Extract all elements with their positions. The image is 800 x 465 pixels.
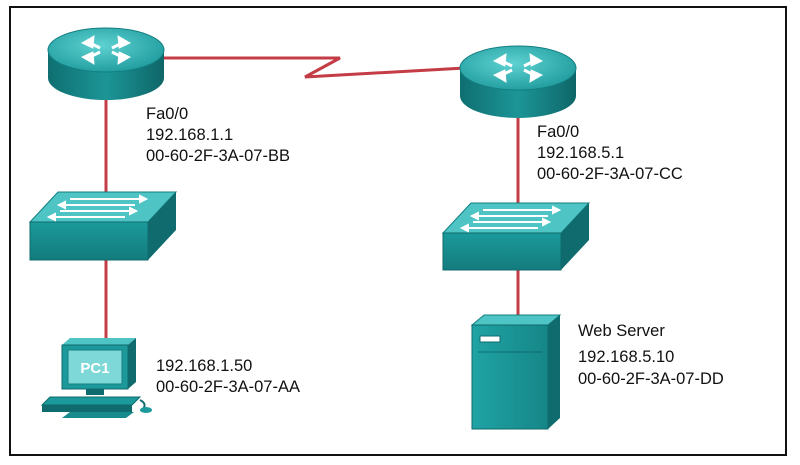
switch-arrows-icon (459, 205, 562, 233)
web-server-label: Web Server 192.168.5.10 00-60-2F-3A-07-D… (578, 318, 724, 392)
serial-link-routers (160, 56, 466, 79)
pc1-mac: 00-60-2F-3A-07-AA (156, 378, 300, 396)
switch-right[interactable] (441, 202, 591, 271)
server-drive-icon (479, 335, 501, 343)
switch-arrows-icon (46, 194, 149, 222)
router-left-interface: Fa0/0 (146, 105, 189, 123)
router-left-label: Fa0/0 192.168.1.1 00-60-2F-3A-07-BB (146, 104, 290, 167)
router-right[interactable] (459, 45, 577, 118)
pc-screen (67, 349, 123, 385)
pc1[interactable]: PC1 (40, 338, 152, 418)
router-left-mac: 00-60-2F-3A-07-BB (146, 147, 290, 165)
router-right-interface: Fa0/0 (537, 123, 580, 141)
pc-mouse (140, 407, 152, 413)
pc1-label: 192.168.1.50 00-60-2F-3A-07-AA (156, 356, 300, 398)
web-server[interactable] (470, 314, 562, 430)
router-arrows-icon (80, 35, 132, 65)
router-right-mac: 00-60-2F-3A-07-CC (537, 165, 683, 183)
router-arrows-icon (492, 53, 544, 83)
pc1-ip: 192.168.1.50 (156, 357, 253, 375)
router-right-label: Fa0/0 192.168.5.1 00-60-2F-3A-07-CC (537, 122, 683, 185)
router-left-ip: 192.168.1.1 (146, 126, 234, 144)
router-left[interactable] (47, 27, 165, 100)
web-server-mac: 00-60-2F-3A-07-DD (578, 370, 724, 388)
switch-left[interactable] (28, 191, 178, 261)
router-right-ip: 192.168.5.1 (537, 144, 625, 162)
pc1-screen-label: PC1 (80, 360, 109, 377)
pc-keyboard (40, 396, 142, 406)
web-server-name: Web Server (578, 322, 665, 340)
links (104, 56, 520, 345)
web-server-ip: 192.168.5.10 (578, 348, 675, 366)
